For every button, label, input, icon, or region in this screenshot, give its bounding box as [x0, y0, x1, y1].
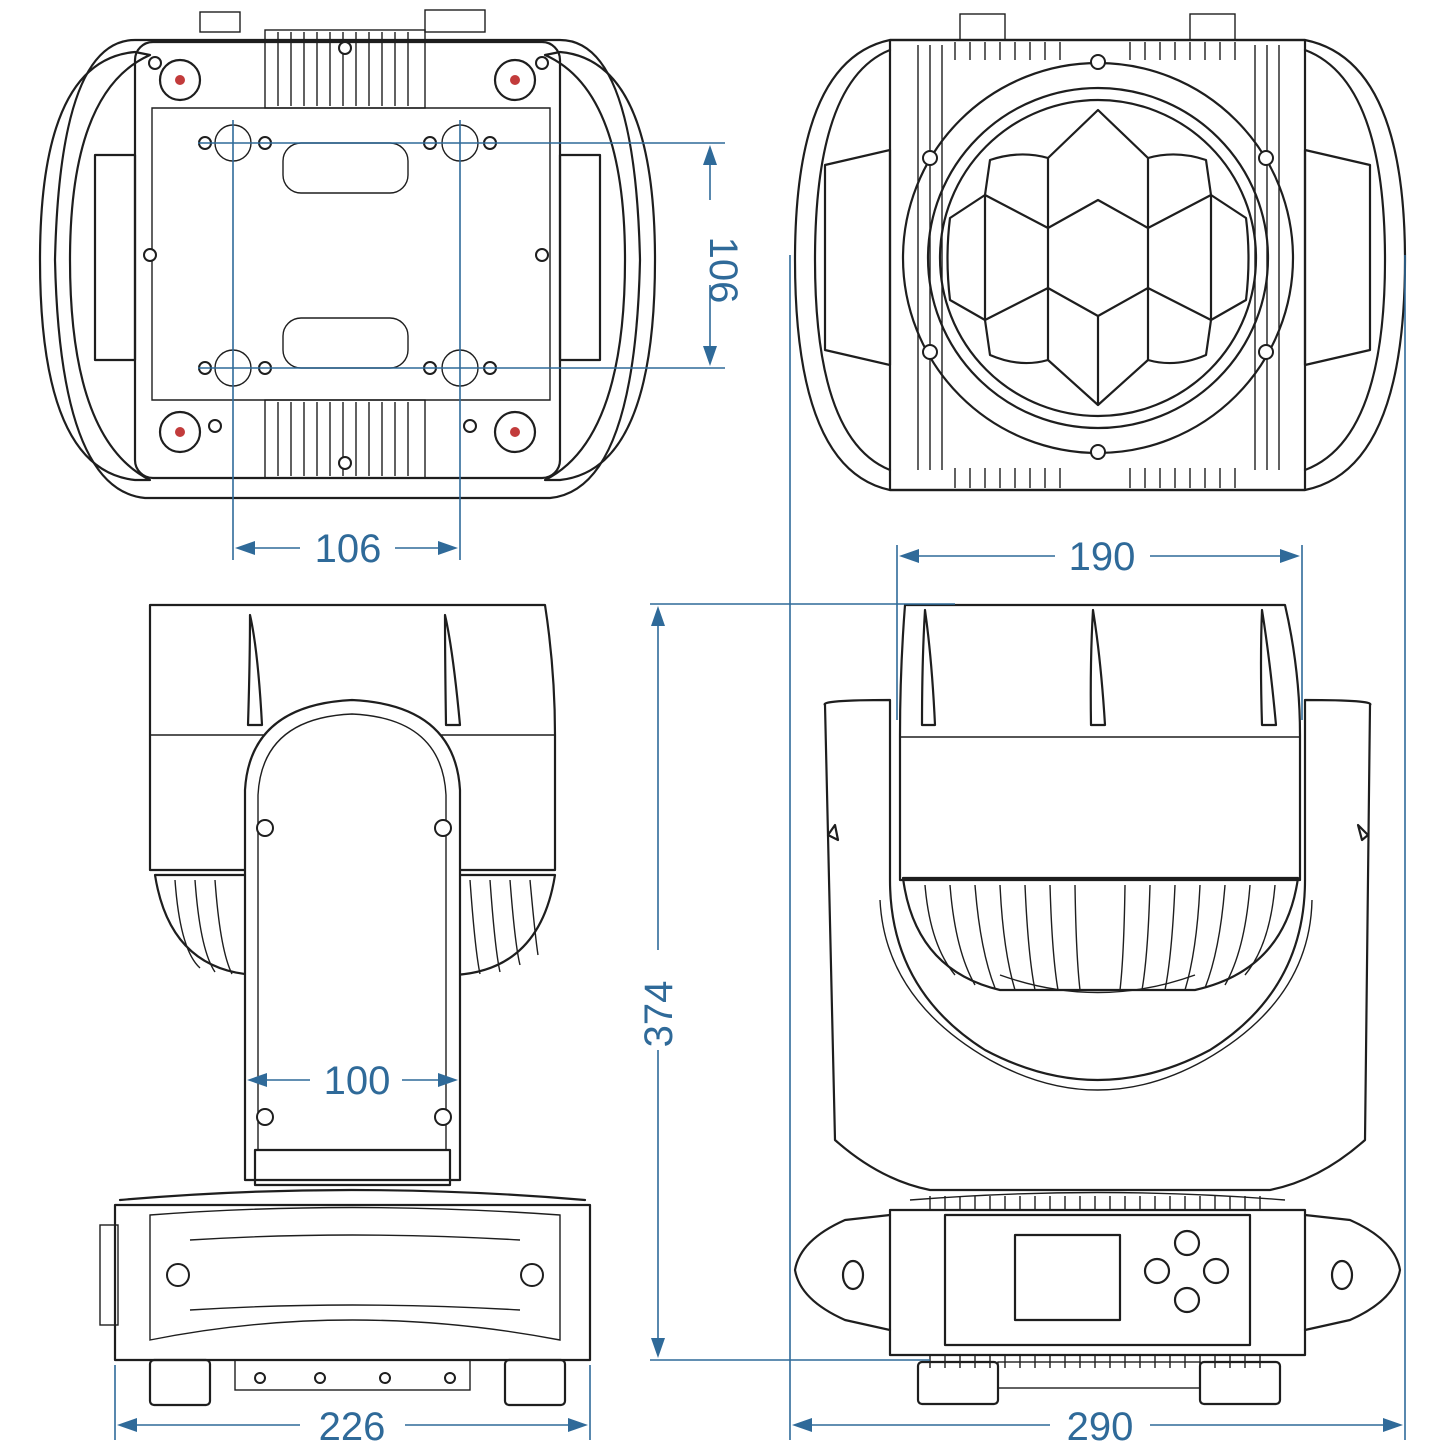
side-view	[99, 603, 592, 1440]
dim-label-yoke-inner: 100	[324, 1059, 391, 1103]
dim-label-top-horizontal: 106	[315, 527, 382, 571]
dim-label-lens-width: 190	[1069, 535, 1136, 579]
dim-label-base-depth: 226	[319, 1405, 386, 1445]
corner-feet	[158, 58, 537, 454]
front-lens-view	[793, 13, 1407, 492]
dim-label-top-vertical: 106	[701, 237, 745, 304]
dim-label-total-width: 290	[1067, 1405, 1134, 1445]
front-full-view	[650, 255, 1406, 1440]
lens-screws	[922, 54, 1274, 460]
lens-cells	[946, 108, 1250, 407]
plate-screws	[143, 41, 549, 470]
plate-dimension-lines	[198, 120, 725, 560]
dim-label-total-height: 374	[637, 981, 681, 1048]
bottom-plate-view	[38, 9, 725, 560]
